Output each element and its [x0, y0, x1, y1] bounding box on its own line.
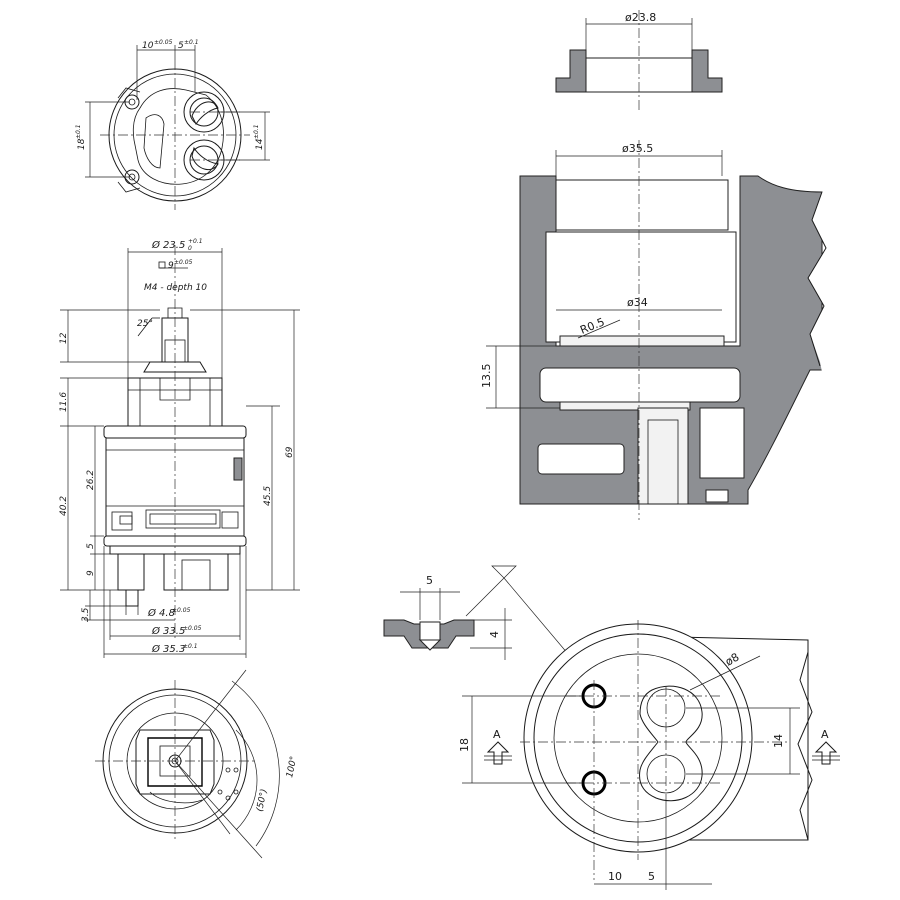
dim-14-label: 14: [255, 138, 265, 150]
dia-4-8-tolerance: ±0.05: [172, 607, 191, 614]
dim-10-label: 10: [142, 41, 154, 51]
dim-13-5-label: 13.5: [480, 364, 493, 389]
square-9-tolerance: ±0.05: [174, 259, 193, 266]
angle-25-label: 25°: [137, 319, 153, 329]
dia-35-3-tolerance: ±0.1: [183, 643, 198, 650]
dia-23-5-label: Ø 23.5: [151, 239, 185, 251]
dim-9-label: 9: [86, 570, 96, 576]
dim-26-2-label: 26.2: [86, 470, 96, 490]
dia-23-5-tolerance-lower: 0: [188, 245, 192, 252]
dim-69-label: 69: [285, 446, 295, 458]
dim-40-2-label: 40.2: [59, 496, 69, 516]
seat-dim-14-label: 14: [772, 734, 785, 748]
seat-dim-10-label: 10: [608, 870, 622, 883]
thread-label: M4 - depth 10: [144, 283, 207, 293]
seat-dim-5-label: 5: [648, 870, 655, 883]
dim-45-5-label: 45.5: [263, 486, 273, 506]
dim-10-tolerance: ±0.05: [154, 39, 173, 46]
dia-23-8-label: ø23.8: [625, 11, 656, 24]
square-9-label: 9: [168, 261, 174, 271]
dim-14-tolerance: ±0.1: [253, 124, 260, 139]
section-label-left: A: [493, 728, 501, 741]
dia-33-5-tolerance: ±0.05: [183, 625, 202, 632]
cartridge-bottom-view: 100° (50°): [95, 669, 299, 859]
detail-section: 5 4: [383, 565, 591, 681]
dim-5-label: 5: [178, 41, 184, 51]
dim-18-tolerance: ±0.1: [75, 124, 82, 139]
section-arrow-right-icon: [814, 741, 838, 765]
dia-33-5-label: Ø 33.5: [151, 625, 185, 637]
dia-35-3-label: Ø 35.3: [151, 643, 185, 655]
detail-dim-4-label: 4: [488, 631, 501, 638]
section-arrow-left-icon: [486, 741, 510, 765]
dim-11-6-label: 11.6: [59, 392, 69, 412]
dia-34-label: ø34: [627, 296, 648, 309]
dia-35-5-label: ø35.5: [622, 142, 653, 155]
dim-5-tolerance: ±0.1: [184, 39, 199, 46]
cartridge-side-view: Ø 23.5 +0.1 0 9 ±0.05 M4 - depth 10 25° …: [59, 238, 300, 658]
ring-section: ø23.8: [555, 10, 723, 110]
seat-dim-18-label: 18: [458, 738, 471, 752]
dim-12-label: 12: [59, 332, 69, 344]
seat-dia-8-label: ø8: [723, 650, 741, 668]
angle-50-label: (50°): [255, 788, 270, 813]
dim-5-label: 5: [86, 543, 96, 549]
dim-18-label: 18: [77, 138, 87, 150]
detail-dim-5-label: 5: [426, 574, 433, 587]
body-section: ø35.5 ø34 R0.5 13.5: [480, 140, 836, 520]
section-label-right: A: [821, 728, 829, 741]
seat-view: 18 14 10 5 ø8 A A: [458, 620, 840, 890]
cartridge-top-view: 10 ±0.05 5 ±0.1 18 ±0.1 14 ±0.1: [75, 39, 270, 210]
angle-100-label: 100°: [285, 755, 299, 778]
dia-23-5-tolerance: +0.1: [188, 238, 203, 245]
dim-3-5-label: 3.5: [81, 607, 91, 622]
dia-4-8-label: Ø 4.8: [147, 607, 175, 619]
